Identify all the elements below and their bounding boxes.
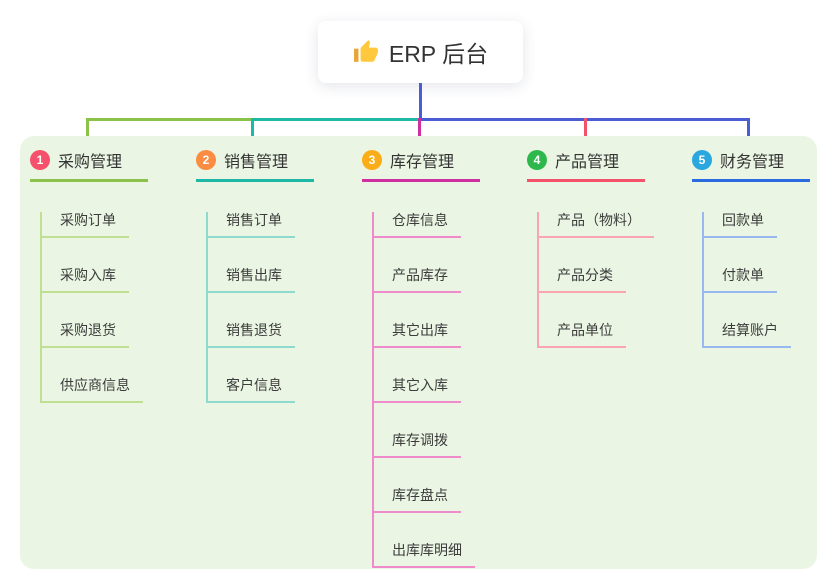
child-node[interactable]: 采购入库 [42, 267, 129, 293]
branch: 5 财务管理回款单付款单结算账户 [692, 148, 810, 348]
branch-label: 采购管理 [58, 154, 123, 171]
branch-drop-line-3 [418, 118, 421, 145]
bus-segment-middle [253, 118, 420, 121]
branch-drop-line-2 [251, 118, 254, 145]
branch-label: 产品管理 [555, 154, 620, 171]
root-node[interactable]: ERP 后台 [318, 21, 523, 83]
branch: 3 库存管理仓库信息产品库存其它出库其它入库库存调拨库存盘点出库库明细 [362, 148, 480, 568]
branch-header[interactable]: 5 财务管理 [692, 148, 810, 182]
child-node[interactable]: 出库库明细 [374, 542, 475, 568]
branch: 1 采购管理采购订单采购入库采购退货供应商信息 [30, 148, 148, 403]
branch-number-badge: 2 [196, 150, 216, 170]
root-label: ERP 后台 [388, 41, 489, 67]
branch-number-badge: 3 [362, 150, 382, 170]
branch-drop-line-5 [747, 118, 750, 145]
branch-children: 回款单付款单结算账户 [702, 212, 791, 348]
branch-children: 采购订单采购入库采购退货供应商信息 [40, 212, 143, 403]
child-node[interactable]: 销售订单 [208, 212, 295, 238]
child-node[interactable]: 其它入库 [374, 377, 461, 403]
branch-number-badge: 4 [527, 150, 547, 170]
branch-header[interactable]: 3 库存管理 [362, 148, 480, 182]
branch-number-badge: 1 [30, 150, 50, 170]
child-node[interactable]: 产品（物料） [539, 212, 654, 238]
child-node[interactable]: 销售出库 [208, 267, 295, 293]
branch-label: 销售管理 [224, 154, 289, 171]
child-node[interactable]: 库存盘点 [374, 487, 461, 513]
child-node[interactable]: 客户信息 [208, 377, 295, 403]
child-node[interactable]: 付款单 [704, 267, 777, 293]
branch-header[interactable]: 4 产品管理 [527, 148, 645, 182]
branch-children: 仓库信息产品库存其它出库其它入库库存调拨库存盘点出库库明细 [372, 212, 475, 568]
branch: 2 销售管理销售订单销售出库销售退货客户信息 [196, 148, 314, 403]
bus-segment-left [86, 118, 253, 121]
branch-children: 产品（物料） 产品分类产品单位 [537, 212, 654, 348]
branch: 4 产品管理产品（物料） 产品分类产品单位 [527, 148, 654, 348]
child-node[interactable]: 回款单 [704, 212, 777, 238]
thumbs-up-icon [353, 39, 379, 65]
branch-header[interactable]: 1 采购管理 [30, 148, 148, 182]
child-node[interactable]: 采购订单 [42, 212, 129, 238]
child-node[interactable]: 结算账户 [704, 322, 791, 348]
child-node[interactable]: 其它出库 [374, 322, 461, 348]
branch-drop-line-1 [86, 118, 89, 145]
branch-number-badge: 5 [692, 150, 712, 170]
branch-children: 销售订单销售出库销售退货客户信息 [206, 212, 295, 403]
branch-drop-line-4 [584, 118, 587, 145]
child-node[interactable]: 销售退货 [208, 322, 295, 348]
child-node[interactable]: 产品库存 [374, 267, 461, 293]
root-connector-line [419, 83, 422, 121]
child-node[interactable]: 产品分类 [539, 267, 626, 293]
child-node[interactable]: 采购退货 [42, 322, 129, 348]
child-node[interactable]: 供应商信息 [42, 377, 143, 403]
child-node[interactable]: 产品单位 [539, 322, 626, 348]
branch-label: 库存管理 [390, 154, 455, 171]
branch-label: 财务管理 [720, 154, 785, 171]
mindmap-panel: 1 采购管理采购订单采购入库采购退货供应商信息 2 销售管理销售订单销售出库销售退货客… [20, 136, 817, 569]
child-node[interactable]: 仓库信息 [374, 212, 461, 238]
child-node[interactable]: 库存调拨 [374, 432, 461, 458]
branch-header[interactable]: 2 销售管理 [196, 148, 314, 182]
